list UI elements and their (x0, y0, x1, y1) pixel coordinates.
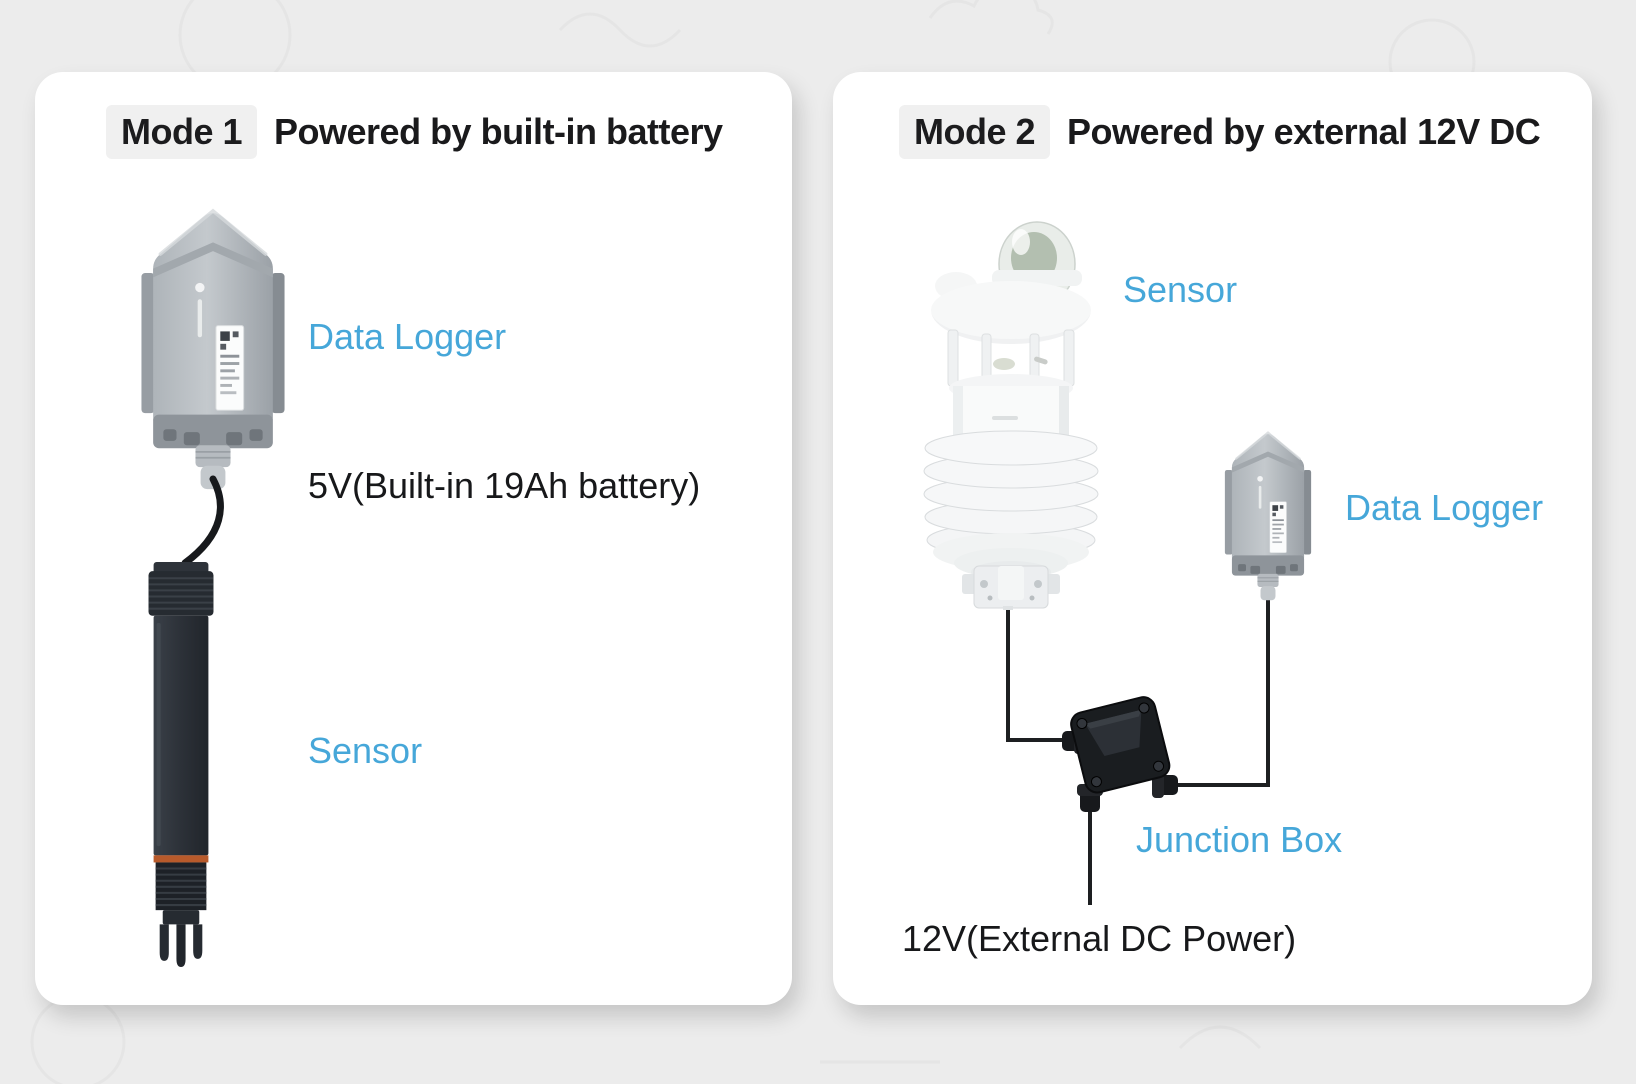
mode2-data-logger-device (1224, 426, 1312, 602)
mode1-data-logger-label: Data Logger (308, 316, 507, 357)
mode2-data-logger-label: Data Logger (1345, 487, 1544, 528)
mode2-weather-station-device (923, 221, 1099, 610)
mode2-header: Mode 2 Powered by external 12V DC (899, 105, 1541, 159)
mode1-badge: Mode 1 (106, 105, 258, 159)
mode1-data-logger-device (140, 200, 286, 492)
mode2-card: Mode 2 Powered by external 12V DC (833, 72, 1592, 1005)
mode2-power-label: 12V(External DC Power) (902, 918, 1297, 959)
mode1-power-label: 5V(Built-in 19Ah battery) (308, 465, 701, 506)
mode2-sensor-label: Sensor (1123, 269, 1238, 310)
mode1-title: Powered by built-in battery (274, 111, 723, 152)
mode2-junction-box-device (1062, 696, 1178, 812)
mode1-header: Mode 1 Powered by built-in battery (106, 105, 723, 159)
mode1-sensor-probe-device (144, 562, 218, 968)
mode1-card: Mode 1 Powered by built-in battery Data … (35, 72, 792, 1005)
mode2-title: Powered by external 12V DC (1067, 111, 1541, 152)
mode2-junction-box-label: Junction Box (1136, 819, 1343, 860)
mode2-badge: Mode 2 (899, 105, 1051, 159)
mode1-sensor-label: Sensor (308, 730, 423, 771)
mode1-sensor-cable (181, 475, 224, 567)
